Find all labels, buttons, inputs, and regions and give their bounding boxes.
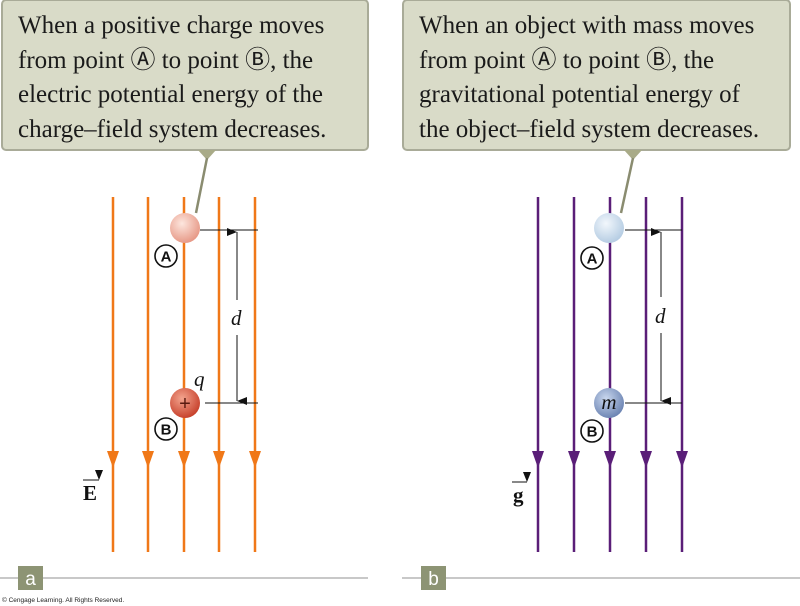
charge-at-point-b <box>170 388 200 418</box>
callout-line: When a positive charge moves <box>18 12 324 39</box>
electric-field-lines <box>107 197 261 552</box>
field-arrowhead-icon <box>568 451 580 468</box>
callout-line: charge–field system decreases. <box>18 116 326 143</box>
point-b-marker <box>154 417 178 441</box>
point-b-label: B <box>587 424 598 441</box>
panel-label-b: b <box>428 569 439 590</box>
mass-at-point-a <box>594 213 624 243</box>
field-arrowhead-icon <box>532 451 544 468</box>
gravitational-field-lines <box>532 197 688 552</box>
callout-pointer <box>624 150 642 160</box>
point-a-marker <box>154 244 178 268</box>
field-arrowhead-icon <box>142 451 154 468</box>
callout-line: electric potential energy of the <box>18 81 323 108</box>
callout-pointer <box>198 150 216 160</box>
charge-sign: + <box>179 393 191 415</box>
field-arrowhead-icon <box>107 451 119 468</box>
callout-leader <box>619 157 635 214</box>
field-arrowhead-icon <box>178 451 190 468</box>
panel-label-box <box>421 566 446 590</box>
point-a-label: A <box>587 251 598 268</box>
panel-label-box <box>18 566 43 590</box>
callout-box <box>402 0 791 151</box>
distance-label: d <box>655 304 666 328</box>
copyright-notice: © Cengage Learning. All Rights Reserved. <box>2 596 124 604</box>
callout-line: gravitational potential energy of <box>419 81 741 108</box>
field-arrowhead-icon <box>249 451 261 468</box>
field-arrowhead-icon <box>213 451 225 468</box>
panel-a: When a positive charge moves from point … <box>0 0 369 590</box>
charge-label: q <box>194 367 205 391</box>
field-arrowhead-icon <box>676 451 688 468</box>
callout-line: the object–field system decreases. <box>419 116 759 143</box>
callout-line: When an object with mass moves <box>419 12 754 39</box>
callout-leader <box>194 157 209 214</box>
callout-line: from point Ⓐ to point Ⓑ, the <box>419 46 714 74</box>
point-b-marker <box>580 419 604 443</box>
charge-at-point-a <box>170 213 200 243</box>
callout-line: from point Ⓐ to point Ⓑ, the <box>18 46 313 74</box>
field-label-g: g <box>513 483 524 507</box>
point-a-label: A <box>161 249 172 266</box>
field-arrowhead-icon <box>604 451 616 468</box>
callout-box <box>1 0 369 151</box>
field-label-e: E <box>83 481 97 505</box>
mass-at-point-b <box>594 388 624 418</box>
point-b-label: B <box>161 422 172 439</box>
distance-label: d <box>231 306 242 330</box>
panel-label-a: a <box>25 569 36 590</box>
point-a-marker <box>580 246 604 270</box>
panel-b: When an object with mass moves from poin… <box>402 0 800 590</box>
field-arrowhead-icon <box>640 451 652 468</box>
mass-label: m <box>601 390 616 414</box>
